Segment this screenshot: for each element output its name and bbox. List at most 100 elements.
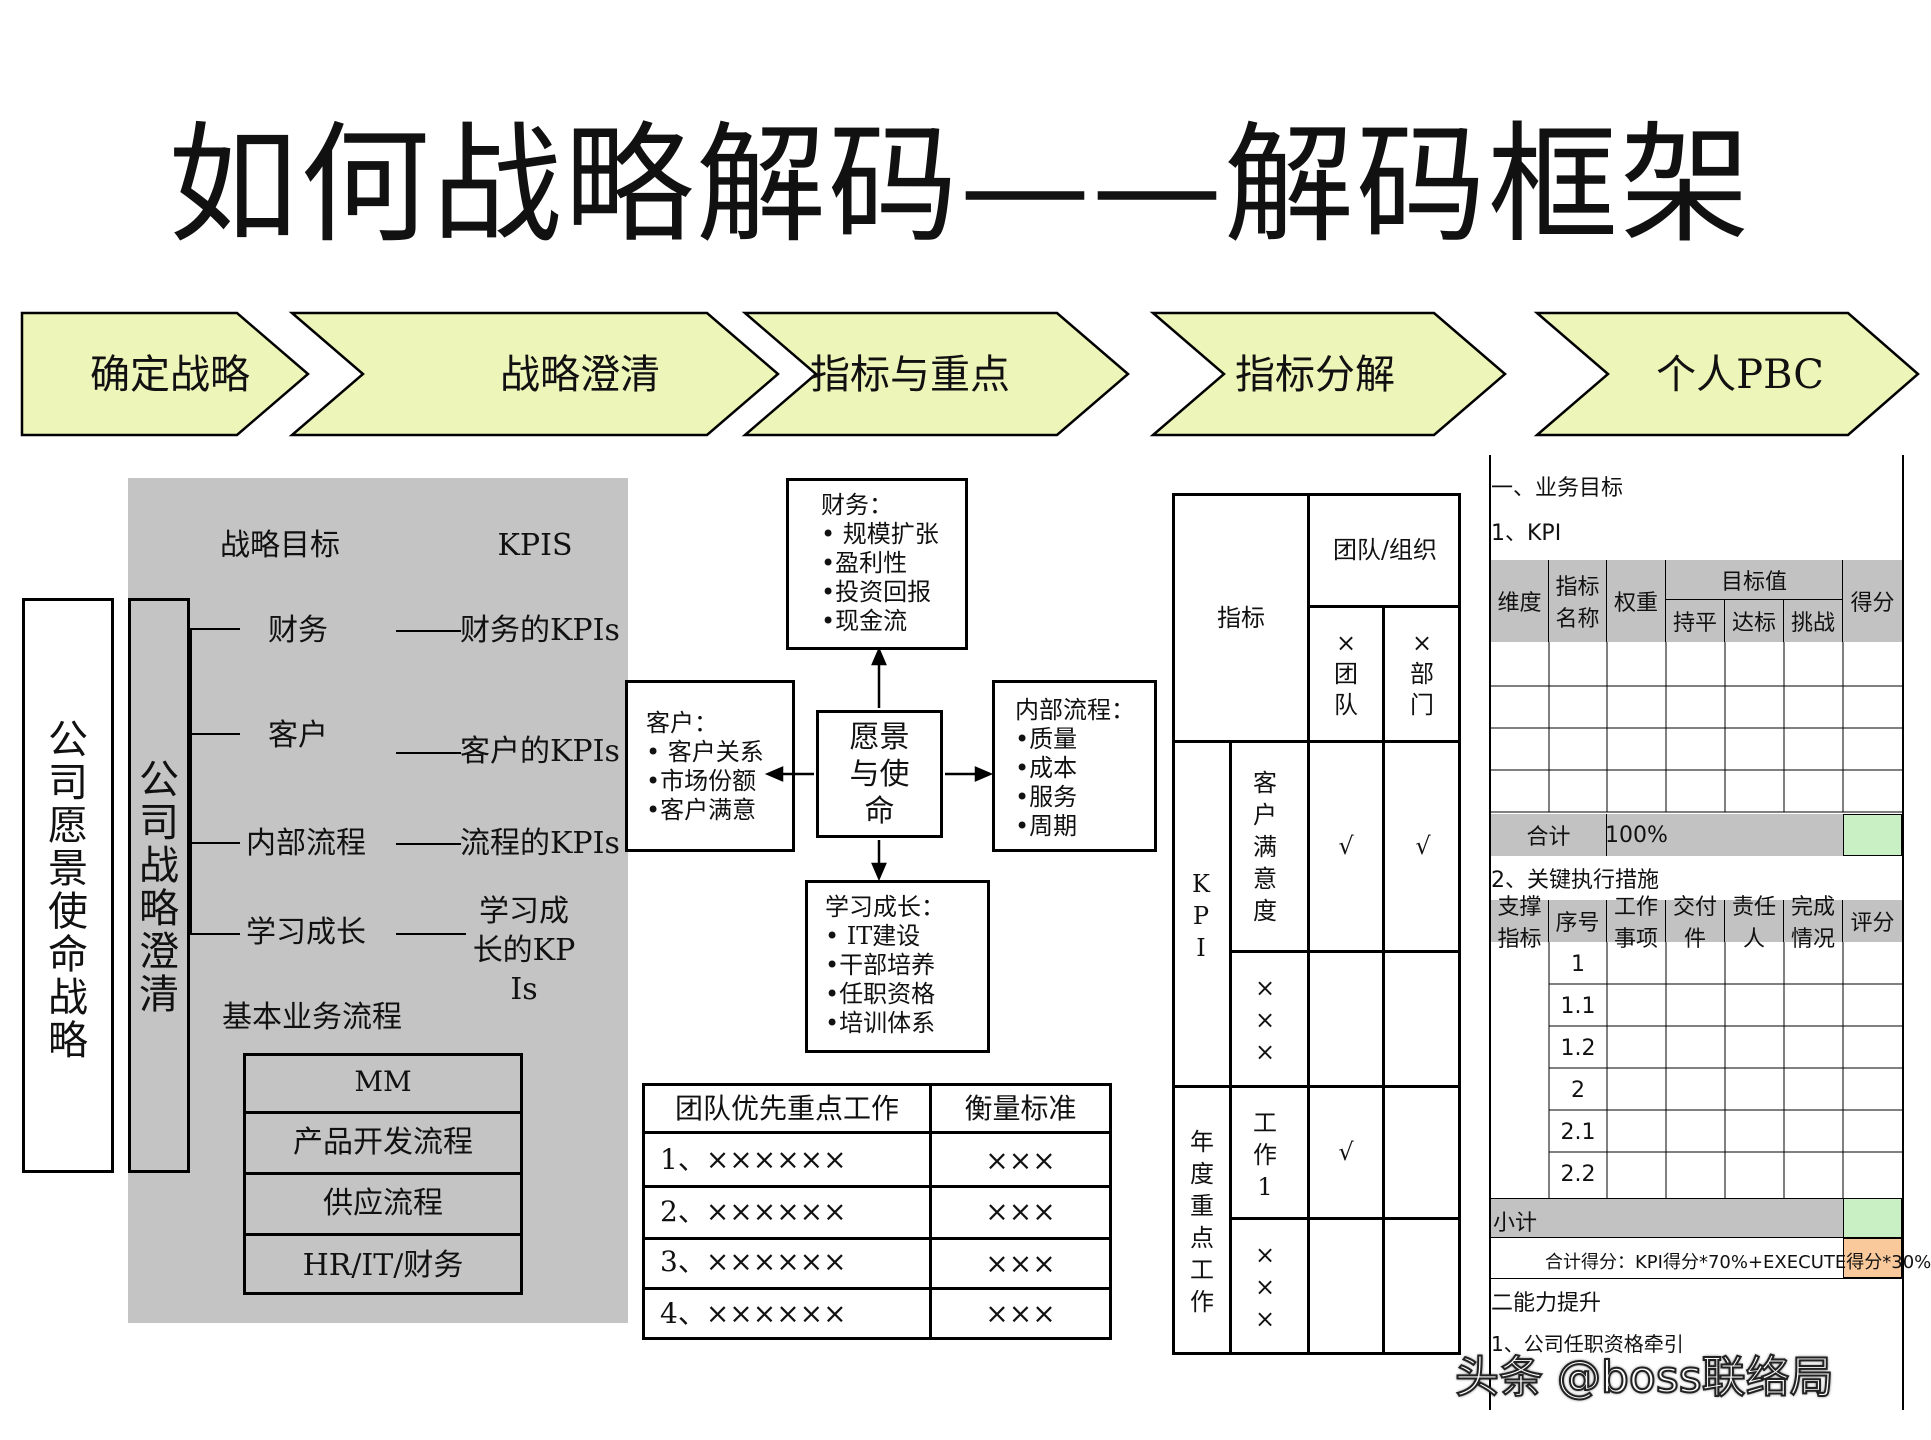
learning-item: • IT建设 xyxy=(825,922,921,950)
pbc-capability-item: 1、公司任职资格牵引 xyxy=(1491,1332,1684,1356)
pbc-subtotal-row xyxy=(1491,1198,1843,1238)
priority-header-measure: 衡量标准 xyxy=(932,1086,1109,1134)
goal-header: 战略目标 xyxy=(220,528,340,563)
vision-strategy-label: 公司愿景使命战略 xyxy=(48,717,88,1064)
learning-title: 学习成长： xyxy=(825,893,945,921)
clarify-panel xyxy=(128,478,628,1323)
connector-finance xyxy=(396,630,461,632)
priority-col-divider xyxy=(929,1083,932,1340)
pbc-exec-col: 支撑指标 xyxy=(1491,895,1549,952)
process-item: MM xyxy=(243,1053,523,1114)
pbc-formula: 合计得分：KPI得分*70%+EXECUTE得分*30% xyxy=(1545,1252,1931,1273)
priority-row-measure: ××× xyxy=(985,1195,1056,1228)
priority-row-measure: ××× xyxy=(985,1247,1056,1280)
customer-box: 客户： • 客户关系 •市场份额 •客户满意 xyxy=(625,680,795,852)
decomp-h-kpi1 xyxy=(1229,950,1461,953)
goal-finance: 财务 xyxy=(268,613,328,648)
pbc-exec-seq: 1 xyxy=(1571,951,1585,977)
learning-item: •干部培养 xyxy=(825,951,936,979)
vision-strategy-box: 公司愿景使命战略 xyxy=(22,598,114,1173)
internal-title: 内部流程： xyxy=(1015,696,1135,724)
clarify-label: 公司战略澄清 xyxy=(139,757,179,1018)
pbc-section-business: 一、业务目标 xyxy=(1491,476,1624,501)
finance-box: 财务： • 规模扩张 •盈利性 •投资回报 •现金流 xyxy=(786,478,968,650)
pbc-exec-col: 评分 xyxy=(1850,911,1895,936)
priority-row-divider xyxy=(645,1287,1109,1290)
pbc-col-weight: 权重 xyxy=(1607,560,1666,642)
internal-box: 内部流程： •质量 •成本 •服务 •周期 xyxy=(992,680,1157,852)
pbc-total-weight: 100% xyxy=(1605,822,1668,848)
process-title: 基本业务流程 xyxy=(222,1000,402,1035)
internal-item: •服务 xyxy=(1015,783,1078,811)
bracket-vertical xyxy=(190,628,192,935)
stage-label-3: 指标与重点 xyxy=(810,352,1010,398)
decomp-col-dept: ×部门 xyxy=(1410,629,1434,719)
pbc-target-meet: 达标 xyxy=(1725,600,1784,642)
decomp-v2 xyxy=(1382,607,1385,1355)
pbc-subtotal-label: 小计 xyxy=(1493,1211,1538,1236)
pbc-col-dimension: 维度 xyxy=(1491,560,1549,642)
pbc-exec-col: 工作事项 xyxy=(1607,895,1666,952)
process-item: 产品开发流程 xyxy=(243,1114,523,1175)
stage-arrow-1 xyxy=(20,311,310,437)
priority-row-divider xyxy=(645,1237,1109,1240)
connector-internal xyxy=(396,843,461,845)
goal-learning: 学习成长 xyxy=(246,915,366,950)
decomp-h-header xyxy=(1172,740,1461,743)
priority-row-measure: ××× xyxy=(985,1297,1056,1330)
kpi-customer: 客户的KPIs xyxy=(460,734,620,769)
pbc-total-label: 合计 xyxy=(1491,814,1607,856)
goal-customer: 客户 xyxy=(268,718,328,753)
decomp-annual-label: 年度重点工作 xyxy=(1190,1128,1214,1316)
pbc-total-score xyxy=(1843,814,1902,856)
finance-title: 财务： xyxy=(821,491,893,519)
pbc-section-capability: 二能力提升 xyxy=(1491,1291,1602,1316)
internal-item: •周期 xyxy=(1015,812,1078,840)
pbc-exec-grid xyxy=(1548,942,1902,1198)
finance-item: •盈利性 xyxy=(821,549,908,577)
customer-item: •客户满意 xyxy=(646,796,757,824)
stage-label-4: 指标分解 xyxy=(1235,352,1395,398)
learning-item: •任职资格 xyxy=(825,980,936,1008)
finance-item: •现金流 xyxy=(821,607,908,635)
bracket-tick-4 xyxy=(190,933,240,935)
priority-row-work: 4、×××××× xyxy=(660,1297,847,1330)
process-item: HR/IT/财务 xyxy=(302,1247,464,1283)
pbc-exec-seq: 2 xyxy=(1571,1077,1585,1103)
pbc-right-border xyxy=(1902,455,1904,1410)
pbc-exec-col: 完成情况 xyxy=(1784,895,1843,952)
kpi-learning: 学习成长的KPIs xyxy=(472,894,576,1007)
stage-label-1: 确定战略 xyxy=(90,352,250,398)
stage-arrow-4 xyxy=(1149,311,1507,437)
bracket-tick-1 xyxy=(190,628,240,630)
pbc-kpi-label: 1、KPI xyxy=(1491,521,1562,546)
priority-table xyxy=(642,1083,1112,1340)
pbc-left-border xyxy=(1489,455,1491,1410)
pbc-exec-seq: 2.2 xyxy=(1560,1161,1596,1187)
goal-internal: 内部流程 xyxy=(246,826,366,861)
decomp-indicator-header: 指标 xyxy=(1217,603,1265,632)
decomp-v1 xyxy=(1307,493,1310,1355)
priority-row-measure: ××× xyxy=(985,1144,1056,1177)
priority-row-divider xyxy=(645,1185,1109,1188)
decomp-h-kpi2 xyxy=(1172,1085,1461,1088)
kpi-internal: 流程的KPIs xyxy=(460,826,620,861)
clarify-box: 公司战略澄清 xyxy=(128,598,190,1173)
decomp-h-work1 xyxy=(1229,1217,1461,1220)
watermark: 头条 @boss联络局 xyxy=(1454,1351,1835,1404)
bracket-tick-2 xyxy=(190,733,240,735)
decomp-table xyxy=(1172,493,1461,1355)
pbc-total-score-cell xyxy=(1843,1238,1902,1278)
pbc-col-score: 得分 xyxy=(1850,591,1895,616)
pbc-kpi-grid xyxy=(1491,642,1902,813)
kpis-header: KPIS xyxy=(497,528,573,563)
decomp-team-org-header: 团队/组织 xyxy=(1332,535,1438,564)
pbc-divider xyxy=(1491,1278,1902,1279)
pbc-total-row xyxy=(1491,814,1843,856)
decomp-check: √ xyxy=(1338,832,1354,860)
stage-arrow-5 xyxy=(1533,311,1920,437)
pbc-exec-seq: 1.1 xyxy=(1560,993,1596,1019)
page-title: 如何战略解码——解码框架 xyxy=(167,109,1752,261)
decomp-v3 xyxy=(1229,740,1232,1355)
decomp-check: √ xyxy=(1415,832,1431,860)
